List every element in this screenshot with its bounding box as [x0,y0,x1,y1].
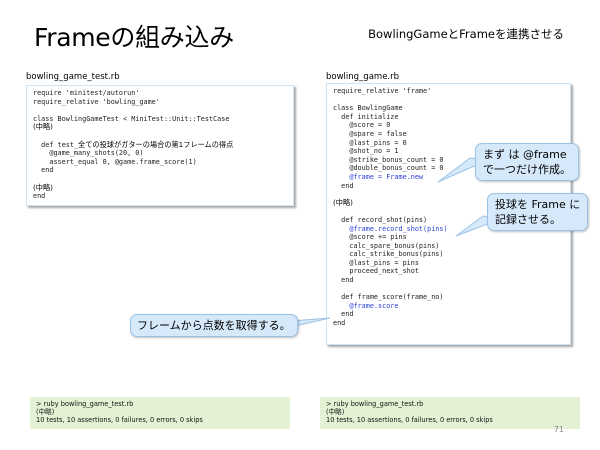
code-line [333,96,564,105]
test-terminal-output: > ruby bowling_game_test.rb (中略) 10 test… [30,397,290,429]
callout-get-score: フレームから点数を取得する。 [130,314,298,337]
terminal-line: 10 tests, 10 assertions, 0 failures, 0 e… [36,416,203,425]
terminal-line: (中略) [326,408,345,417]
code-line: @game_many_shots(20, 0) [33,149,144,158]
code-line: @frame.score [333,301,399,310]
code-line: def record_shot(pins) [333,215,428,224]
code-line: end [33,192,46,201]
code-line [33,175,287,184]
code-line: end [333,319,346,328]
code-line [333,285,564,294]
code-line: end [333,181,354,190]
code-line: (中略) [333,197,353,207]
code-line [33,106,287,115]
code-line: def frame_score(frame_no) [333,293,444,302]
terminal-line: (中略) [36,408,55,417]
code-line: @score += pins [333,233,407,242]
game-file-label: bowling_game.rb [326,72,400,82]
code-line: require 'minitest/autorun' [33,89,140,97]
code-line: end [33,166,54,175]
code-line: (中略) [33,122,53,132]
code-line: @frame = Frame.new [333,172,424,181]
code-line: class BowlingGameTest < MiniTest::Unit::… [33,114,230,123]
test-code-box: require 'minitest/autorun'require_relati… [26,85,294,206]
game-code: require_relative 'frame' class BowlingGam… [333,87,564,328]
code-line: @score = 0 [333,121,391,130]
code-line: def initialize [333,112,399,121]
test-file-label: bowling_game_test.rb [26,72,120,82]
test-code: require 'minitest/autorun'require_relati… [33,89,287,201]
terminal-line: > ruby bowling_game_test.rb [326,400,424,408]
code-line: @spare = false [333,129,407,138]
terminal-line: > ruby bowling_game_test.rb [36,400,134,408]
slide-title: Frameの組み込み [34,23,234,52]
callout-record-to-frame: 投球を Frame に 記録させる。 [487,193,589,231]
code-line: end [333,310,354,319]
code-line: @frame.record_shot(pins) [333,224,448,233]
page-number: 71 [553,425,564,434]
code-line: def test_全ての投球がガターの場合の第1フレームの得点 [33,139,234,149]
code-line: calc_spare_bonus(pins) [333,241,440,250]
code-line: require_relative 'bowling_game' [33,97,160,106]
slide-subtitle: BowlingGameとFrameを連携させる [368,27,564,41]
callout-create-frame: まず は @frame で一つだけ作成。 [475,143,579,181]
code-line: require_relative 'frame' [333,87,432,95]
code-line: @last_pins = 0 [333,138,407,147]
code-line: (中略) [33,182,53,192]
code-line: assert_equal 0, @game.frame_score(1) [33,157,197,166]
code-line: end [333,276,354,285]
code-line: proceed_next_shot [333,267,419,276]
code-line: @last_pins = pins [333,258,419,267]
code-line: class BowlingGame [333,104,403,113]
game-terminal-output: > ruby bowling_game_test.rb (中略) 10 test… [320,397,580,429]
code-line: calc_strike_bonus(pins) [333,250,444,259]
code-line: @shot_no = 1 [333,147,399,156]
terminal-line: 10 tests, 10 assertions, 0 failures, 0 e… [326,416,493,425]
